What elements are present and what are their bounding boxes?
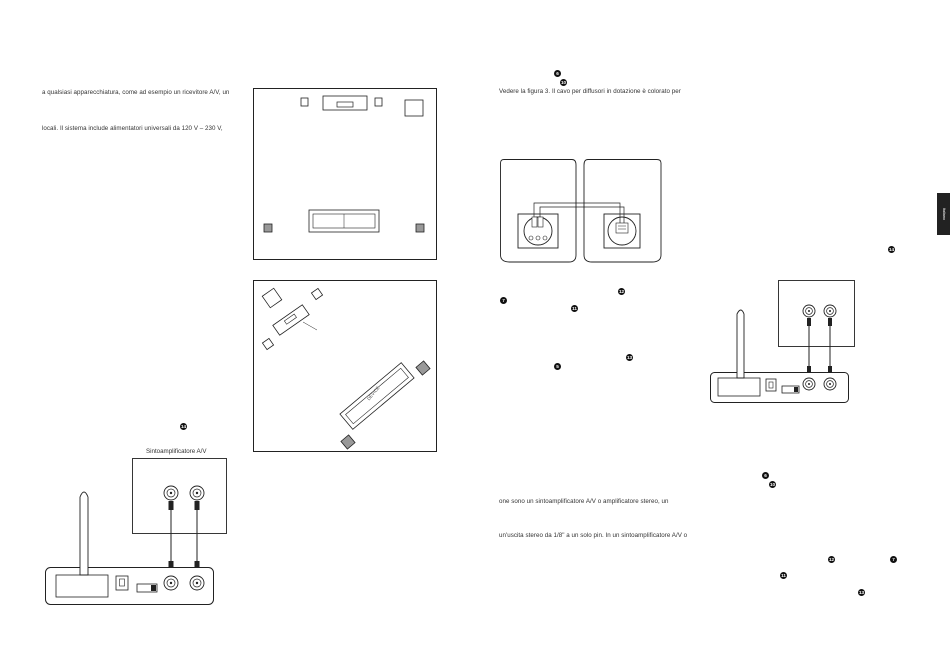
figure-receiver-hookup-left	[45, 458, 227, 605]
callout-badge-14-right: 14	[888, 246, 895, 253]
figure-room-layout	[253, 88, 437, 260]
figure-speaker-wiring	[500, 159, 662, 263]
figure-receiver-hookup-right	[710, 280, 855, 403]
callout-badge-7-lower: 7	[890, 556, 897, 563]
callout-badge-11-lower: 11	[780, 572, 787, 579]
paragraph-devices: a qualsiasi apparecchiatura, come ad ese…	[42, 89, 230, 96]
callout-badge-6-lower: 6	[762, 472, 769, 479]
callout-badge-5: 5	[554, 363, 561, 370]
paragraph-stereo-output: un'uscita stereo da 1/8" a un solo pin. …	[499, 532, 688, 539]
receiver-label: Sintoamplificatore A/V	[146, 448, 207, 455]
callout-badge-14: 14	[180, 423, 187, 430]
callout-badge-11: 11	[571, 305, 578, 312]
callout-badge-13-lower: 13	[858, 589, 865, 596]
language-tab: Italiano	[937, 193, 950, 235]
callout-badge-12-lower: 12	[828, 556, 835, 563]
callout-badge-10: 10	[560, 79, 567, 86]
figure-angled-layout	[253, 280, 437, 452]
paragraph-amplifier: one sono un sintoamplificatore A/V o amp…	[499, 498, 669, 505]
callout-badge-10-lower: 10	[769, 481, 776, 488]
language-tab-label: Italiano	[941, 207, 946, 221]
callout-badge-6: 6	[554, 70, 561, 77]
paragraph-figure-3: Vedere la figura 3. Il cavo per diffusor…	[499, 88, 681, 95]
callout-badge-12: 12	[618, 288, 625, 295]
callout-badge-7: 7	[500, 297, 507, 304]
paragraph-power-supplies: locali. Il sistema include alimentatori …	[42, 125, 223, 132]
callout-badge-13: 13	[626, 354, 633, 361]
